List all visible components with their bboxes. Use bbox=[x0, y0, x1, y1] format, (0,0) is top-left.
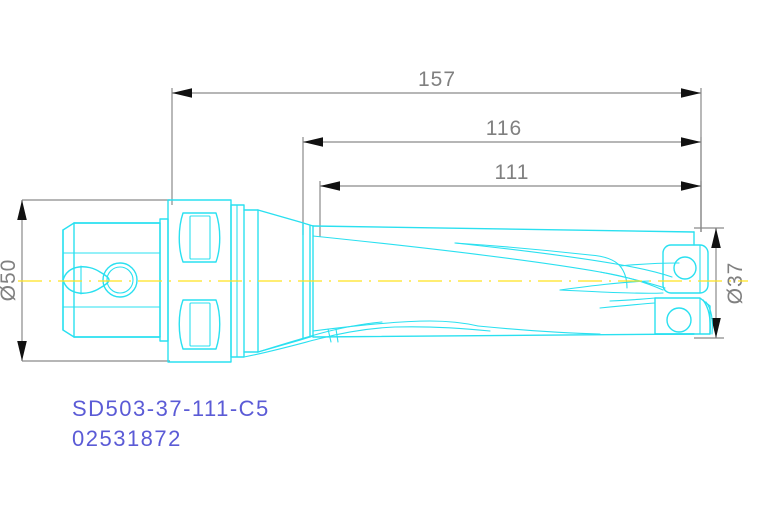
arrowhead-top-d37 bbox=[711, 228, 721, 248]
dimension-label-d37: Ø37 bbox=[724, 262, 747, 305]
flute-helix-lower-b bbox=[257, 321, 383, 353]
arrowhead-bottom-d50 bbox=[17, 341, 27, 361]
coolant-hole-inner bbox=[106, 266, 134, 294]
dimension-label-111: 111 bbox=[495, 161, 530, 184]
drive-slot-lower-outer bbox=[178, 299, 221, 350]
item-code-label: 02531872 bbox=[72, 426, 182, 451]
flute-helix-upper-a bbox=[312, 235, 666, 289]
tip-nose-outer bbox=[702, 299, 711, 335]
part-number-label: SD503-37-111-C5 bbox=[72, 396, 270, 421]
flute-helix-lower-c bbox=[477, 325, 601, 335]
shank-back-face bbox=[62, 222, 161, 338]
tip-flute-carve-upper-c bbox=[559, 280, 651, 291]
dimension-label-116: 116 bbox=[486, 117, 522, 140]
arrowhead-left-157 bbox=[172, 88, 192, 98]
flute-helix-upper-d bbox=[619, 262, 680, 267]
dimension-overall-length: 157 bbox=[171, 68, 702, 232]
arrowhead-top-d50 bbox=[17, 200, 27, 220]
arrowhead-bottom-d37 bbox=[711, 318, 721, 338]
body-outline-top bbox=[312, 225, 695, 233]
arrowhead-left-111 bbox=[320, 181, 340, 191]
shank-teardrop-slot bbox=[62, 266, 110, 294]
dimension-label-157: 157 bbox=[418, 68, 456, 91]
arrowhead-left-116 bbox=[303, 137, 323, 147]
drive-slot-upper-inner bbox=[189, 215, 211, 260]
arrowhead-right-157 bbox=[681, 88, 701, 98]
flute-helix-upper-c bbox=[454, 242, 591, 256]
flute-step-mark-b bbox=[335, 328, 339, 343]
shank-assembly bbox=[62, 218, 169, 342]
tip-nose-outer-b bbox=[705, 301, 713, 335]
tip-flute-carve-upper-b bbox=[559, 289, 664, 294]
drive-slot-lower-inner bbox=[189, 302, 211, 347]
shank-right-face bbox=[159, 218, 169, 342]
insert-screw-hole-upper bbox=[673, 256, 697, 280]
drive-slot-upper-outer bbox=[178, 212, 221, 263]
arrowhead-right-116 bbox=[681, 137, 701, 147]
dimension-drill-diameter: Ø37 bbox=[694, 227, 747, 339]
dimension-shank-diameter: Ø50 bbox=[0, 199, 170, 362]
flute-helix-lower-d bbox=[243, 326, 491, 358]
tip-chamfer-lower bbox=[609, 297, 656, 302]
body-taper-upper bbox=[257, 209, 314, 227]
drill-tip-assembly bbox=[559, 231, 713, 335]
body-outline-bottom bbox=[312, 333, 695, 338]
flute-helix-upper-b bbox=[454, 242, 673, 278]
insert-pocket-peripheral bbox=[654, 297, 711, 335]
insert-screw-hole-lower bbox=[666, 307, 692, 333]
tip-chamfer-lower-b bbox=[599, 302, 656, 309]
arrowhead-right-111 bbox=[681, 181, 701, 191]
dimension-flute-length: 111 bbox=[319, 161, 702, 237]
drill-body-assembly bbox=[243, 209, 695, 358]
flute-step-mark-a bbox=[327, 328, 332, 343]
insert-pocket-central bbox=[662, 244, 709, 294]
shank-top-bottom-lines bbox=[73, 222, 161, 338]
coolant-hole-outer bbox=[102, 262, 138, 298]
tip-flute-carve-upper bbox=[599, 271, 664, 291]
dimension-label-d50: Ø50 bbox=[0, 259, 20, 302]
